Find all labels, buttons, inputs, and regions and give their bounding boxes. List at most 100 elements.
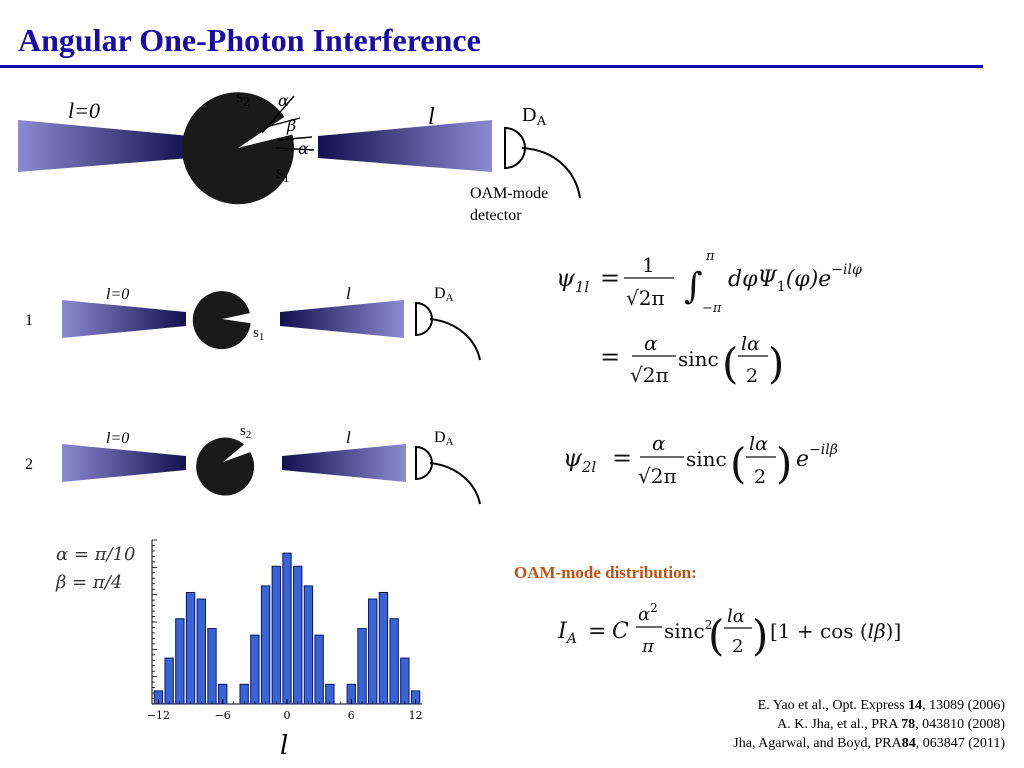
row1-detector-fiber [429, 318, 481, 361]
row1-aperture [192, 291, 251, 350]
psi1-l-alpha: lα [741, 333, 760, 355]
intensity-c: C [612, 619, 629, 644]
chart-bar [185, 591, 196, 705]
alpha-angle-label: α [278, 91, 289, 110]
chart-bar [250, 634, 260, 705]
beta-angle-label: β [286, 116, 296, 135]
psi1-two: 2 [746, 365, 758, 387]
row2-output-beam [282, 444, 406, 482]
psi1-alpha-num: α [644, 331, 658, 355]
paren-right: ) [752, 611, 768, 660]
slide-title: Angular One-Photon Interference [18, 22, 481, 58]
chart-xlabel: l [280, 731, 288, 761]
psi2-alpha-den: √2π [638, 464, 677, 488]
intensity-bracket: [1 + cos (lβ)] [770, 619, 901, 643]
equation-psi2: ψ2l = α √2π sinc ( lα 2 ) e−ilβ [563, 431, 838, 488]
row2-detector-fiber [429, 462, 481, 505]
chart-bar [368, 598, 378, 705]
row2-input-beam [62, 444, 186, 482]
intensity-lhs: IA [557, 619, 577, 647]
psi1-denominator: √2π [626, 286, 665, 310]
intensity-alpha2: α2 [638, 601, 658, 625]
chart-x-tick-label: −6 [215, 709, 231, 722]
chart-bar [325, 683, 335, 705]
integral-lower: −π [702, 301, 722, 316]
paren-left: ( [722, 339, 738, 388]
detector-label: DA [522, 104, 547, 129]
chart-x-tick-label: 12 [409, 709, 423, 722]
chart-param-beta: β = π/4 [55, 572, 122, 593]
slit2-label: s2 [236, 86, 250, 109]
row1-input-beam [62, 300, 186, 338]
chart-bar [271, 565, 281, 705]
psi1-lhs: ψ1l [556, 264, 589, 296]
psi2-sinc: sinc [686, 447, 727, 471]
output-beam [318, 120, 492, 172]
intensity-pi: π [641, 636, 655, 657]
input-beam [18, 120, 190, 172]
integral-upper: π [705, 249, 715, 264]
input-mode-label: l=0 [68, 98, 100, 123]
row2-detector-cup [415, 445, 433, 481]
chart-bar [400, 657, 410, 705]
detector-caption-line1: OAM-mode [470, 185, 548, 202]
angular-aperture-slit-wedge [238, 134, 294, 148]
chart-bar [175, 618, 185, 705]
alpha-angle-label-2: α [298, 139, 309, 158]
intensity-l-alpha: lα [727, 606, 745, 627]
paren-left: ( [730, 439, 746, 488]
row2-diagram: 2 l=0 l DA s2 [25, 423, 481, 505]
psi1-sinc: sinc [678, 347, 719, 371]
psi1-alpha-den: √2π [630, 363, 669, 387]
psi1-numerator: 1 [642, 253, 655, 277]
chart-bar [164, 657, 174, 705]
equation-psi1: ψ1l = 1 √2π ∫ π −π dφΨ1(φ)e−ilφ = α √2π … [556, 249, 862, 388]
psi1-equals-2: = [600, 343, 620, 371]
detector-fiber [521, 147, 581, 199]
references: E. Yao et al., Opt. Express 14, 13089 (2… [733, 696, 1005, 753]
psi2-exp: e−ilβ [796, 442, 838, 472]
row2-slit-label: s2 [240, 423, 251, 441]
psi2-l-alpha: lα [749, 433, 768, 455]
row2-number: 2 [25, 456, 33, 473]
psi2-alpha-num: α [652, 431, 666, 455]
paren-right: ) [768, 339, 784, 388]
chart-bar [293, 565, 303, 705]
psi2-lhs: ψ2l [563, 444, 596, 476]
chart-bar [357, 628, 367, 705]
chart-params: α = π/10 β = π/4 [55, 544, 135, 593]
row2-input-mode-label: l=0 [106, 430, 129, 447]
chart-bar [378, 591, 389, 705]
row1-output-mode-label: l [346, 284, 351, 303]
paren-left: ( [708, 611, 724, 660]
row1-detector-cup [415, 301, 433, 337]
row2-detector-label: DA [434, 429, 454, 448]
top-diagram: l=0 l DA s2 s1 α β α OAM-mode detector [18, 86, 581, 224]
reference-item: E. Yao et al., Opt. Express 14, 13089 (2… [757, 698, 1005, 713]
chart-x-tick-label: −12 [147, 709, 170, 722]
reference-item: Jha, Agarwal, and Boyd, PRA84, 063847 (2… [733, 736, 1005, 751]
angle-line [277, 136, 313, 141]
paren-right: ) [776, 439, 792, 488]
intensity-two: 2 [732, 636, 743, 657]
row2-aperture [196, 437, 255, 496]
chart-bar [196, 598, 206, 705]
equation-intensity: IA = C α2 π sinc2 ( lα 2 ) [1 + cos (lβ)… [557, 601, 901, 660]
reference-item: A. K. Jha, et al., PRA 78, 043810 (2008) [777, 717, 1005, 732]
chart-bar [303, 585, 314, 705]
row1-output-beam [280, 300, 404, 338]
row2-output-mode-label: l [346, 428, 351, 447]
intensity-sinc2: sinc2 [664, 618, 712, 643]
oam-distribution-heading: OAM-mode distribution: [514, 563, 697, 582]
chart-bar [282, 552, 292, 705]
detector-caption-line2: detector [470, 207, 522, 224]
chart-bar [314, 634, 324, 705]
intensity-equals: = [588, 619, 606, 644]
chart-bar [389, 618, 399, 705]
psi2-equals: = [612, 444, 632, 472]
chart-bar [207, 628, 217, 705]
row1-number: 1 [25, 312, 33, 329]
integral-sign: ∫ [684, 266, 703, 307]
psi1-equals: = [600, 264, 620, 292]
